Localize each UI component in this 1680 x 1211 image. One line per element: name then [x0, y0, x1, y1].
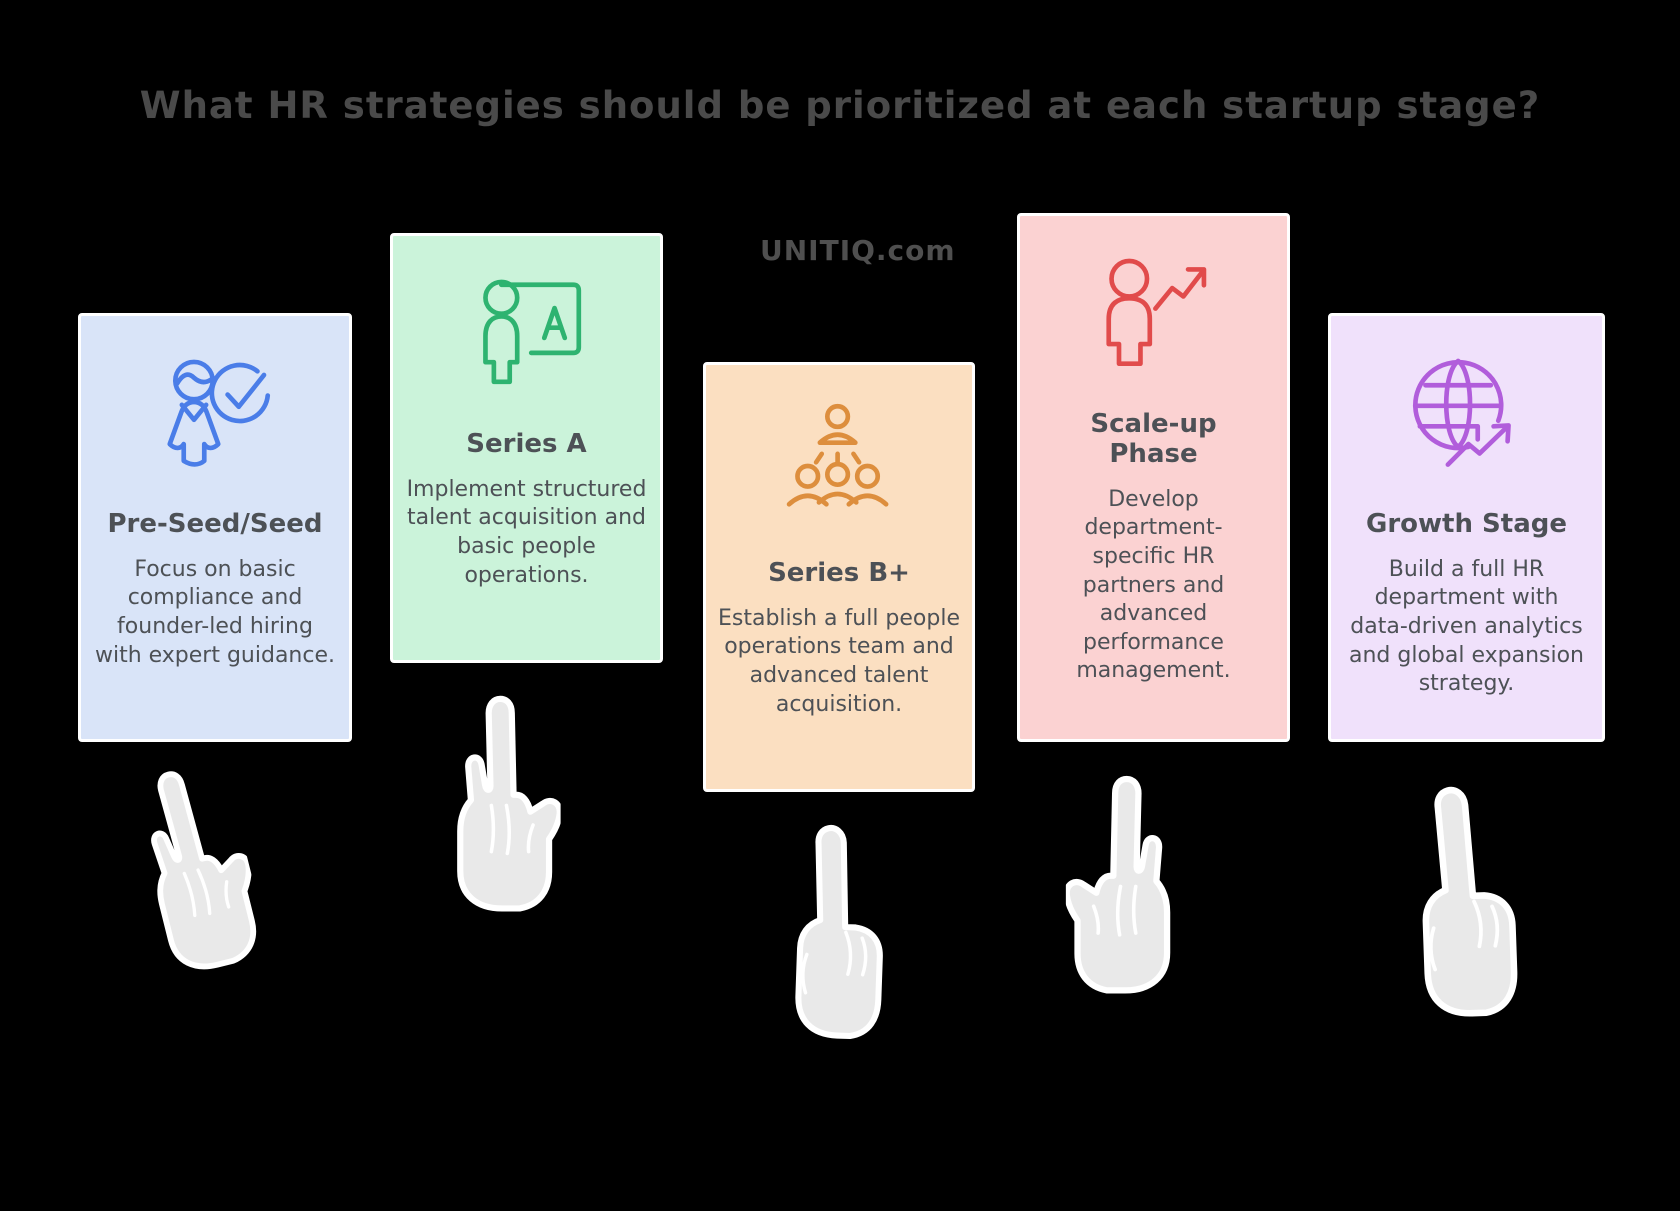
- card-description: Focus on basic compliance and founder-le…: [94, 556, 336, 668]
- card-title: Growth Stage: [1366, 509, 1567, 539]
- stage-card-growth: Growth Stage Build a full HR department …: [1328, 313, 1605, 742]
- card-title: Scale-up Phase: [1090, 409, 1217, 469]
- card-description: Develop department-specific HR partners …: [1076, 486, 1231, 684]
- globe-growth-arrow-icon: [1404, 348, 1530, 472]
- pointing-hand-icon: [95, 748, 291, 986]
- website-watermark: UNITIQ.com: [760, 234, 956, 267]
- card-title: Pre-Seed/Seed: [107, 509, 323, 539]
- card-title: Series B+: [768, 558, 910, 588]
- pointing-hand-icon: [1394, 774, 1525, 1028]
- stage-card-series-a: Series A Implement structured talent acq…: [390, 233, 663, 663]
- pointing-hand-icon: [441, 690, 563, 912]
- infographic-title: What HR strategies should be prioritized…: [139, 84, 1541, 127]
- card-description: Implement structured talent acquisition …: [406, 476, 647, 588]
- person-presentation-board-icon: [464, 268, 590, 392]
- card-description: Build a full HR department with data-dri…: [1348, 556, 1584, 697]
- card-description: Establish a full people operations team …: [717, 605, 960, 717]
- person-checkmark-icon: [152, 348, 278, 472]
- card-title: Series A: [466, 429, 587, 459]
- stage-card-scale-up: Scale-up Phase Develop department-specif…: [1017, 213, 1290, 742]
- pointing-hand-icon: [1062, 770, 1188, 994]
- pointing-hand-icon: [766, 816, 898, 1046]
- org-chart-team-icon: [776, 397, 902, 521]
- person-growth-arrow-icon: [1091, 248, 1217, 372]
- stage-card-pre-seed: Pre-Seed/Seed Focus on basic compliance …: [78, 313, 352, 742]
- stage-card-series-b-plus: Series B+ Establish a full people operat…: [703, 362, 975, 792]
